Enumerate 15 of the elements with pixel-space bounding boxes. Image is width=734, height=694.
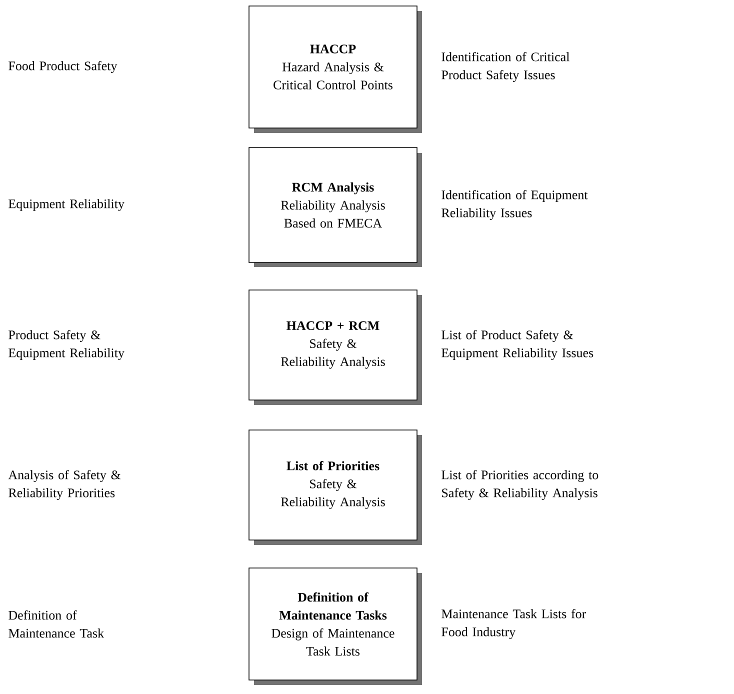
side-label: Identification of Critical Product Safety Issues xyxy=(442,52,570,82)
side-label: Maintenance Task Lists for Food Industry xyxy=(442,609,586,639)
process-box: Definition of Maintenance Tasks Design of Maintenance Task Lists xyxy=(248,568,418,680)
side-label: Identification of Equipment Reliability Issues xyxy=(442,190,588,220)
process-box: HACCP + RCM Safety & Reliability Analysis xyxy=(248,290,418,400)
side-label: Product Safety & Equipment Reliability xyxy=(8,330,124,360)
side-label: List of Product Safety & Equipment Reliability Issues xyxy=(442,330,594,360)
process-box: List of Priorities Safety & Reliability Analysis xyxy=(248,430,418,540)
process-box: HACCP Hazard Analysis & Critical Control Points xyxy=(248,6,418,128)
side-label: Analysis of Safety & Reliability Priorities xyxy=(8,470,121,500)
process-box: RCM Analysis Reliability Analysis Based on FMECA xyxy=(248,147,418,263)
side-label: List of Priorities according to Safety & Reliability Analysis xyxy=(442,470,598,500)
side-label: Definition of Maintenance Task xyxy=(8,610,104,638)
side-label: Food Product Safety xyxy=(8,61,118,73)
side-label: Equipment Reliability xyxy=(8,199,124,211)
